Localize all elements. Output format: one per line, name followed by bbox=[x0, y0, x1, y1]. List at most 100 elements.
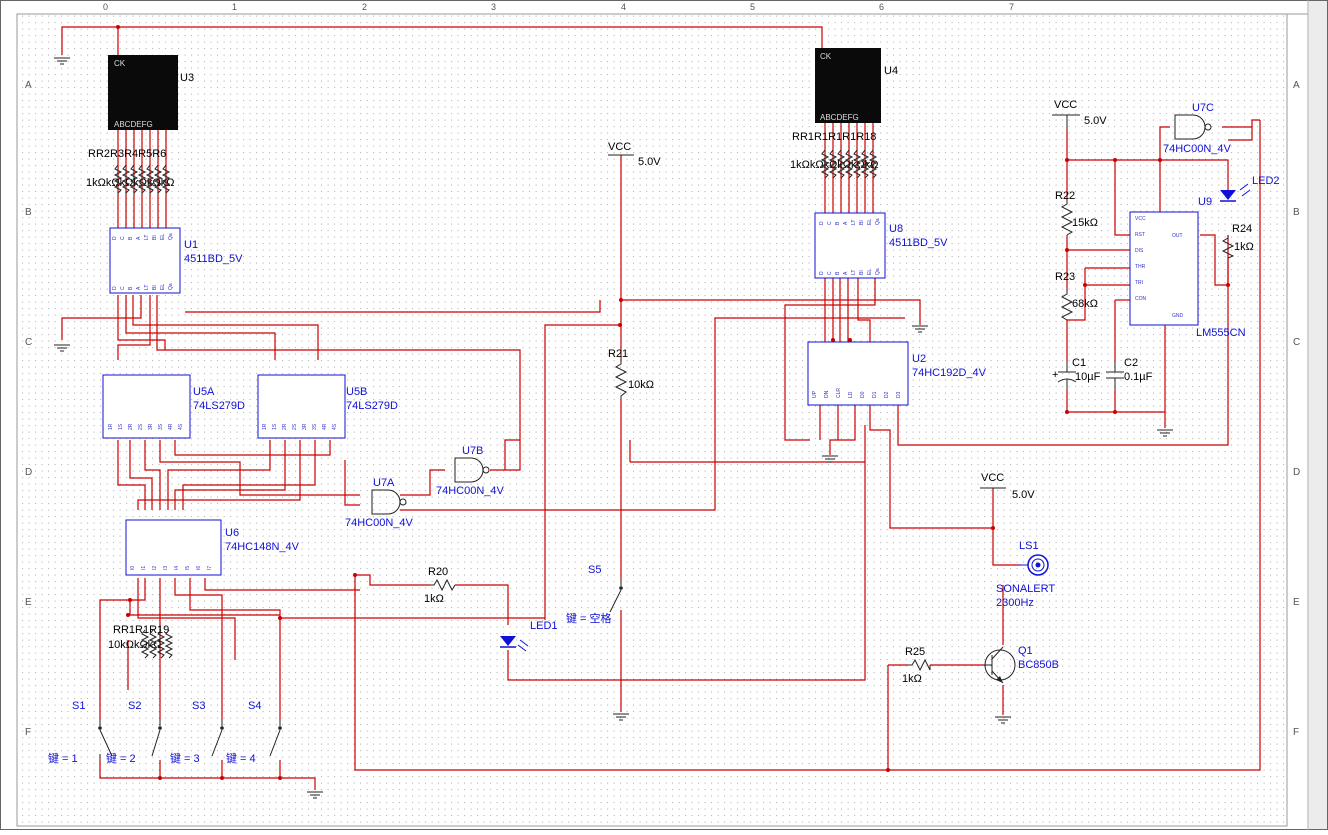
ic-pin-label: A bbox=[136, 236, 142, 240]
buzzer-part: SONALERT bbox=[996, 583, 1055, 595]
resistor-r23-value: 68kΩ bbox=[1072, 298, 1098, 310]
ic-pin-label: RST bbox=[1135, 232, 1145, 238]
vcc-buzzer-voltage: 5.0V bbox=[1012, 489, 1035, 501]
ic-pin-label: B bbox=[835, 221, 841, 225]
gate-u7b-part: 74HC00N_4V bbox=[436, 485, 505, 497]
switch-s4-key: 键 = 4 bbox=[226, 751, 256, 765]
row-label-left: A bbox=[25, 80, 32, 91]
ic-u5a-ref: U5A bbox=[193, 386, 215, 398]
column-label: 4 bbox=[621, 2, 626, 12]
switch-s3-ref: S3 bbox=[192, 700, 205, 712]
ic-pin-label: I6 bbox=[196, 566, 202, 570]
ic-pin-label: D bbox=[112, 286, 118, 290]
resistor-r25: R25 1kΩ bbox=[902, 646, 931, 685]
resistor-r25-ref: R25 bbox=[905, 646, 925, 658]
ic-pin-label: BI bbox=[152, 285, 158, 290]
resistor-r21: R21 10kΩ bbox=[608, 348, 654, 400]
ground-symbols bbox=[54, 57, 1173, 799]
vcc-mid-voltage: 5.0V bbox=[638, 156, 661, 168]
ic-pin-label: Qa bbox=[875, 268, 881, 275]
switch-s2: S2 键 = 2 bbox=[106, 700, 162, 765]
ic-pin-label: B bbox=[835, 271, 841, 275]
ic-u5a-part: 74LS279D bbox=[193, 400, 245, 412]
resistor-r25-value: 1kΩ bbox=[902, 673, 922, 685]
resistor-r24-value: 1kΩ bbox=[1234, 241, 1254, 253]
ic-pin-label: C bbox=[120, 286, 126, 290]
wiring bbox=[61, 26, 1261, 790]
switch-s4-ref: S4 bbox=[248, 700, 261, 712]
ic-u1-ref: U1 bbox=[184, 239, 198, 251]
ic-pin-label: EL bbox=[160, 284, 166, 290]
led1-ref: LED1 bbox=[530, 620, 558, 632]
ic-pin-label: GND bbox=[1172, 313, 1184, 319]
ic-pin-label: D2 bbox=[884, 391, 890, 398]
column-label: 1 bbox=[232, 2, 237, 12]
ic-u5b-part: 74LS279D bbox=[346, 400, 398, 412]
ic-pin-label: I5 bbox=[185, 566, 191, 570]
ic-pin-label: BI bbox=[859, 270, 865, 275]
switch-s1: S1 键 = 1 bbox=[48, 700, 113, 765]
transistor-q1: Q1 BC850B bbox=[984, 645, 1059, 684]
led2: LED2 bbox=[1220, 175, 1280, 202]
switch-s5-key: 键 = 空格 bbox=[566, 611, 612, 625]
ic-pin-label: D1 bbox=[872, 391, 878, 398]
ic-pin-label: LT bbox=[851, 270, 857, 275]
row-label-right: E bbox=[1293, 597, 1300, 608]
ic-pin-label: 3R bbox=[148, 423, 154, 430]
capacitor-c2-value: 0.1µF bbox=[1124, 371, 1153, 383]
ic-pin-label: CLR bbox=[836, 388, 842, 398]
ic-u2-part: 74HC192D_4V bbox=[912, 367, 987, 379]
column-label: 0 bbox=[103, 2, 108, 12]
display-u3-bottom: ABCDEFG bbox=[114, 120, 153, 129]
gate-u7a-part: 74HC00N_4V bbox=[345, 517, 414, 529]
resistor-r21-value: 10kΩ bbox=[628, 379, 654, 391]
ic-pin-label: 4R bbox=[168, 423, 174, 430]
ic-pin-label: D bbox=[112, 236, 118, 240]
gate-u7b: U7B 74HC00N_4V bbox=[436, 445, 505, 497]
capacitor-c2-ref: C2 bbox=[1124, 357, 1138, 369]
resistor-r20-value: 1kΩ bbox=[424, 593, 444, 605]
capacitor-c1-ref: C1 bbox=[1072, 357, 1086, 369]
ic-u5b-ref: U5B bbox=[346, 386, 367, 398]
ic-pin-label: I1 bbox=[141, 566, 147, 570]
ic-pin-label: 4R bbox=[322, 423, 328, 430]
ic-u9-ref: U9 bbox=[1198, 196, 1212, 208]
row-label-right: D bbox=[1293, 467, 1300, 478]
ic-pin-label: UP bbox=[812, 390, 818, 398]
resistor-r22-value: 15kΩ bbox=[1072, 217, 1098, 229]
ic-u8-ref: U8 bbox=[889, 223, 903, 235]
row-label-left: C bbox=[25, 337, 32, 348]
vcc-timer: VCC 5.0V bbox=[1052, 99, 1107, 130]
display-u3-top: CK bbox=[114, 59, 126, 68]
ic-pin-label: DN bbox=[824, 390, 830, 398]
switch-s3: S3 键 = 3 bbox=[170, 700, 224, 765]
ic-pin-label: 2S bbox=[292, 423, 298, 430]
ic-pin-label: LD bbox=[848, 391, 854, 398]
display-u4-ref: U4 bbox=[884, 65, 898, 77]
ic-pin-label: C bbox=[827, 221, 833, 225]
ic-pin-label: EL bbox=[160, 234, 166, 240]
gate-u7c-part: 74HC00N_4V bbox=[1163, 143, 1232, 155]
ic-pin-label: Qa bbox=[168, 233, 174, 240]
ic-pin-label: BI bbox=[152, 235, 158, 240]
vcc-buzzer: VCC 5.0V bbox=[980, 472, 1035, 501]
ic-pin-label: 4S bbox=[178, 423, 184, 430]
resistor-r20-ref: R20 bbox=[428, 566, 448, 578]
ic-pin-label: 3S bbox=[312, 423, 318, 430]
ic-pin-label: A bbox=[843, 221, 849, 225]
row-label-left: E bbox=[25, 597, 32, 608]
ic-pin-label: OUT bbox=[1172, 233, 1183, 239]
ic-pin-label: I2 bbox=[152, 566, 158, 570]
ic-pin-label: THR bbox=[1135, 264, 1146, 270]
transistor-part: BC850B bbox=[1018, 659, 1059, 671]
capacitor-c1-value: 10µF bbox=[1075, 371, 1101, 383]
gate-u7c: U7C 74HC00N_4V bbox=[1163, 102, 1232, 155]
gate-u7c-ref: U7C bbox=[1192, 102, 1214, 114]
